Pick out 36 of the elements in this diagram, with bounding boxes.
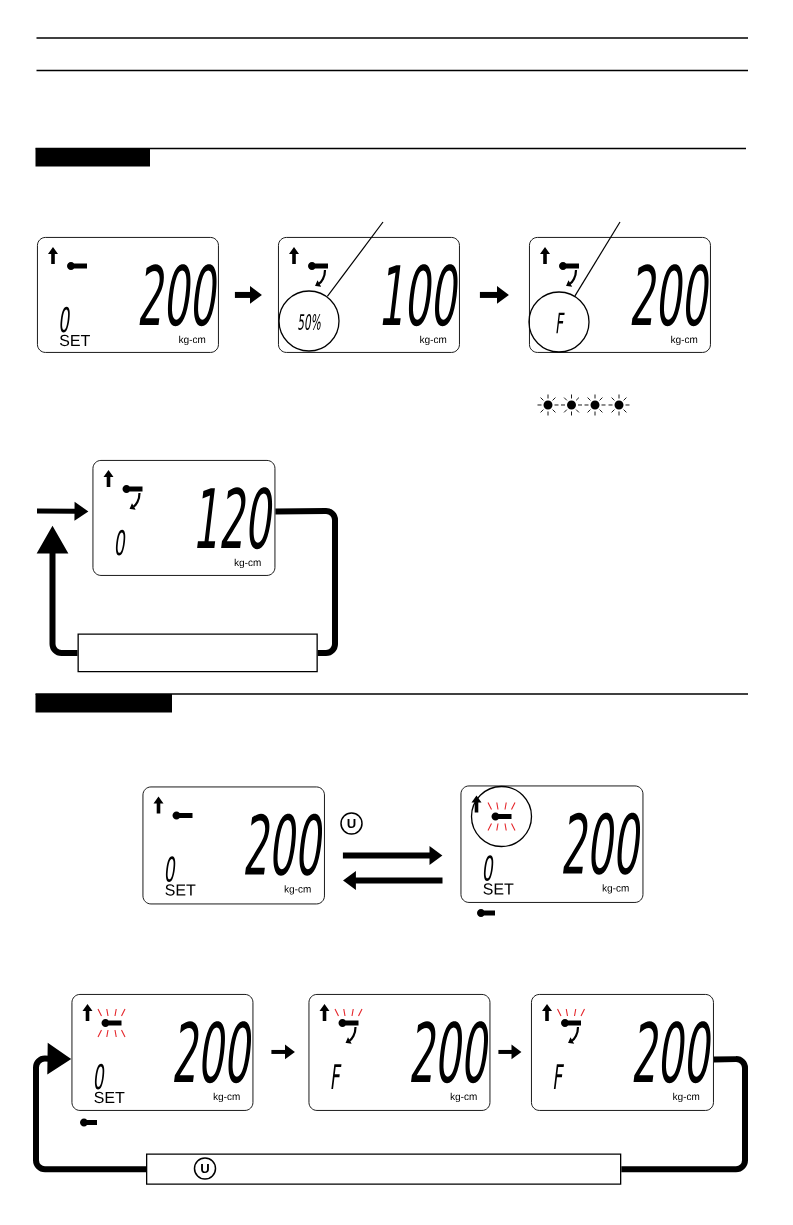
unit-text: kg-cm — [602, 884, 629, 894]
large-digits: 200 — [631, 264, 709, 327]
large-digits: 200 — [139, 264, 217, 327]
large-digits: 100 — [382, 264, 458, 327]
magnified-readout: F — [556, 312, 565, 334]
unit-text: kg-cm — [673, 1092, 700, 1103]
unit-text: kg-cm — [213, 1092, 240, 1103]
small-digit: 0 — [483, 855, 494, 881]
small-digit: 0 — [94, 1063, 105, 1090]
label-box — [77, 633, 318, 673]
unit-text: kg-cm — [284, 885, 311, 895]
unit-text: kg-cm — [671, 335, 698, 346]
small-digit: F — [553, 1064, 564, 1089]
unit-text: kg-cm — [450, 1092, 477, 1103]
magnified-readout: 50% — [298, 314, 321, 330]
small-digit: 0 — [115, 529, 126, 556]
leader-line — [326, 221, 384, 298]
unit-text: kg-cm — [234, 558, 261, 569]
large-digits: 200 — [245, 813, 323, 876]
small-digit: F — [331, 1064, 342, 1089]
small-digit: 0 — [60, 306, 70, 333]
unit-text: kg-cm — [420, 335, 447, 346]
set-text: SET — [59, 334, 90, 347]
large-digits: 120 — [197, 487, 273, 550]
leader-line — [574, 221, 621, 297]
connector-line — [275, 508, 338, 656]
large-digits: 200 — [563, 812, 641, 875]
return-arrow — [33, 1042, 146, 1173]
set-text: SET — [483, 883, 514, 895]
set-text: SET — [94, 1091, 125, 1104]
small-digit: 0 — [165, 856, 176, 882]
large-digits: 200 — [633, 1021, 711, 1084]
unit-text: kg-cm — [179, 335, 206, 346]
set-text: SET — [165, 884, 196, 896]
large-digits: 200 — [411, 1021, 489, 1084]
large-digits: 200 — [174, 1021, 252, 1084]
